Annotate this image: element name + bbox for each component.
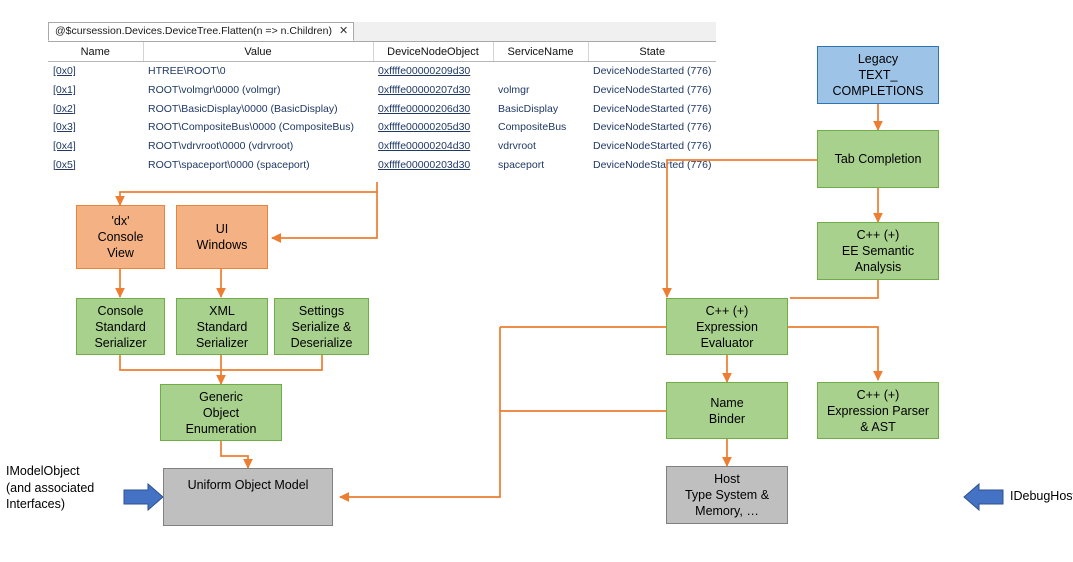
table-row[interactable]: [0x1] ROOT\volmgr\0000 (volmgr) 0xffffe0…: [48, 81, 716, 100]
table-row[interactable]: [0x0] HTREE\ROOT\0 0xffffe00000209d30 De…: [48, 62, 716, 81]
cell-name[interactable]: [0x4]: [53, 140, 76, 153]
cell-service-name: [493, 62, 588, 81]
cell-service-name: CompositeBus: [498, 121, 567, 134]
cell-device-node-object[interactable]: 0xffffe00000203d30: [378, 158, 471, 171]
cell-device-node-object[interactable]: 0xffffe00000206d30: [378, 102, 471, 115]
grid-tab-strip: @$cursession.Devices.DeviceTree.Flatten(…: [48, 22, 716, 42]
connector-evaluator-to-expr-parser: [788, 326, 883, 382]
cell-device-node-object[interactable]: 0xffffe00000207d30: [378, 84, 471, 97]
tab-device-tree-flatten[interactable]: @$cursession.Devices.DeviceTree.Flatten(…: [48, 22, 354, 41]
device-tree-table: Name Value DeviceNodeObject ServiceName …: [48, 42, 716, 175]
cell-value: ROOT\vdrvroot\0000 (vdrvroot): [148, 140, 294, 153]
cell-name[interactable]: [0x3]: [53, 121, 76, 134]
cell-device-node-object[interactable]: 0xffffe00000205d30: [378, 121, 471, 134]
column-header-value[interactable]: Value: [143, 42, 374, 62]
node-cpp-expression-parser-ast[interactable]: C++ (+)Expression Parser& AST: [817, 382, 939, 439]
cell-device-node-object[interactable]: 0xffffe00000204d30: [378, 140, 471, 153]
table-header-row: Name Value DeviceNodeObject ServiceName …: [48, 42, 716, 62]
table-row[interactable]: [0x4] ROOT\vdrvroot\0000 (vdrvroot) 0xff…: [48, 137, 716, 156]
cell-service-name: volmgr: [498, 84, 530, 97]
connector-grid-to-ui-windows: [270, 192, 378, 243]
label-idebughost: IDebugHost*: [1010, 489, 1073, 503]
cell-name[interactable]: [0x0]: [53, 65, 76, 78]
cell-state: DeviceNodeStarted (776): [593, 158, 712, 171]
cell-service-name: spaceport: [498, 158, 545, 171]
cell-value: ROOT\CompositeBus\0000 (CompositeBus): [148, 121, 354, 134]
column-header-servicename[interactable]: ServiceName: [493, 42, 589, 62]
close-icon[interactable]: ✕: [338, 25, 349, 37]
cell-device-node-object[interactable]: 0xffffe00000209d30: [378, 65, 471, 78]
connector-grid-to-dx-console: [115, 182, 378, 207]
cell-state: DeviceNodeStarted (776): [593, 140, 712, 153]
table-row[interactable]: [0x2] ROOT\BasicDisplay\0000 (BasicDispl…: [48, 99, 716, 118]
idebughost-arrow-icon: [963, 482, 1004, 512]
column-header-devicenodeobject[interactable]: DeviceNodeObject: [373, 42, 494, 62]
cell-value: HTREE\ROOT\0: [148, 65, 226, 78]
cell-state: DeviceNodeStarted (776): [593, 121, 712, 134]
table-row[interactable]: [0x5] ROOT\spaceport\0000 (spaceport) 0x…: [48, 155, 716, 174]
node-tab-completion[interactable]: Tab Completion: [817, 130, 939, 188]
cell-value: ROOT\volmgr\0000 (volmgr): [148, 84, 281, 97]
cell-service-name: BasicDisplay: [498, 102, 559, 115]
table-row[interactable]: [0x3] ROOT\CompositeBus\0000 (CompositeB…: [48, 118, 716, 137]
node-uniform-object-model[interactable]: Uniform Object Model: [163, 468, 333, 526]
cell-state: DeviceNodeStarted (776): [593, 84, 712, 97]
connector-generic-enumeration-to-uom: [220, 441, 253, 470]
cell-state: DeviceNodeStarted (776): [593, 102, 712, 115]
device-tree-grid-panel: @$cursession.Devices.DeviceTree.Flatten(…: [48, 22, 716, 182]
cell-state: DeviceNodeStarted (776): [593, 65, 712, 78]
cell-value: ROOT\BasicDisplay\0000 (BasicDisplay): [148, 102, 338, 115]
connector-serializers-bus: [119, 355, 323, 371]
connector-ee-semantic-to-evaluator-bus: [790, 280, 879, 299]
column-header-state[interactable]: State: [588, 42, 716, 62]
cell-name[interactable]: [0x1]: [53, 84, 76, 97]
imodelobject-arrow-icon: [123, 482, 164, 512]
cell-name[interactable]: [0x5]: [53, 158, 76, 171]
cell-service-name: vdrvroot: [498, 140, 536, 153]
tab-title: @$cursession.Devices.DeviceTree.Flatten(…: [55, 25, 332, 38]
cell-name[interactable]: [0x2]: [53, 102, 76, 115]
cell-value: ROOT\spaceport\0000 (spaceport): [148, 158, 310, 171]
column-header-name[interactable]: Name: [48, 42, 144, 62]
